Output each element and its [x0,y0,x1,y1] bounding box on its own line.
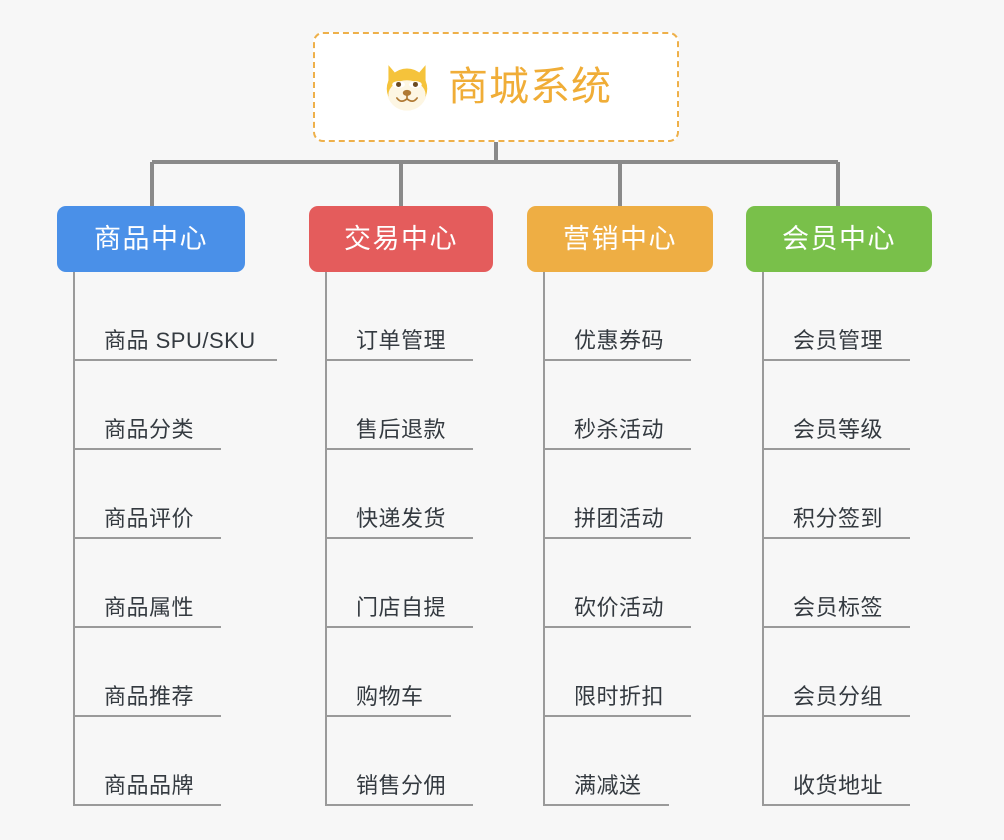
leaf-list-trade-center: 订单管理 售后退款 快递发货 门店自提 购物车 销售分佣 [309,272,493,806]
leaf-label: 会员管理 [793,328,884,353]
list-item[interactable]: 商品 SPU/SKU [57,272,277,361]
leaf-label: 快递发货 [356,506,447,531]
branch-trunk-line [325,272,327,806]
leaf-label: 商品品牌 [104,773,195,798]
category-label: 营销中心 [563,223,677,254]
leaf-label: 拼团活动 [574,506,665,531]
category-label: 商品中心 [94,223,208,254]
leaf-label: 商品分类 [104,417,195,442]
list-item[interactable]: 限时折扣 [527,628,713,717]
list-item[interactable]: 砍价活动 [527,539,713,628]
list-item[interactable]: 销售分佣 [309,717,493,806]
list-item[interactable]: 订单管理 [309,272,493,361]
list-item[interactable]: 购物车 [309,628,493,717]
leaf-underline [543,715,691,717]
leaf-underline [543,537,691,539]
branch-marketing-center: 营销中心 优惠券码 秒杀活动 拼团活动 砍价活动 限时折扣 [527,206,713,806]
list-item[interactable]: 商品品牌 [57,717,256,806]
leaf-label: 购物车 [356,684,424,709]
branch-trunk-line [543,272,545,806]
list-item[interactable]: 门店自提 [309,539,493,628]
leaf-label: 商品属性 [104,595,195,620]
leaf-label: 会员分组 [793,684,884,709]
leaf-label: 门店自提 [356,595,447,620]
leaf-label: 会员等级 [793,417,884,442]
branch-member-center: 会员中心 会员管理 会员等级 积分签到 会员标签 会员分组 [746,206,932,806]
leaf-label: 商品推荐 [104,684,195,709]
category-box-member-center[interactable]: 会员中心 [746,206,932,272]
leaf-underline [762,359,910,361]
leaf-underline [325,537,473,539]
category-box-product-center[interactable]: 商品中心 [57,206,245,272]
leaf-label: 限时折扣 [574,684,665,709]
leaf-underline [325,626,473,628]
list-item[interactable]: 会员等级 [746,361,932,450]
list-item[interactable]: 秒杀活动 [527,361,713,450]
leaf-label: 秒杀活动 [574,417,665,442]
leaf-underline [762,804,910,806]
list-item[interactable]: 商品属性 [57,539,256,628]
leaf-label: 积分签到 [793,506,884,531]
list-item[interactable]: 收货地址 [746,717,932,806]
list-item[interactable]: 售后退款 [309,361,493,450]
category-label: 会员中心 [782,223,896,254]
leaf-underline [325,715,451,717]
leaf-label: 商品 SPU/SKU [104,328,256,353]
leaf-label: 订单管理 [356,328,447,353]
leaf-underline [762,537,910,539]
leaf-underline [543,448,691,450]
leaf-underline [73,537,221,539]
leaf-label: 满减送 [574,773,642,798]
category-box-trade-center[interactable]: 交易中心 [309,206,493,272]
leaf-underline [325,804,473,806]
dog-face-icon [386,65,428,111]
leaf-underline [73,715,221,717]
leaf-underline [543,626,691,628]
leaf-underline [73,359,277,361]
list-item[interactable]: 积分签到 [746,450,932,539]
leaf-label: 优惠券码 [574,328,665,353]
list-item[interactable]: 商品评价 [57,450,256,539]
leaf-underline [762,715,910,717]
list-item[interactable]: 快递发货 [309,450,493,539]
leaf-underline [73,626,221,628]
leaf-underline [73,448,221,450]
list-item[interactable]: 会员分组 [746,628,932,717]
branch-trade-center: 交易中心 订单管理 售后退款 快递发货 门店自提 购物车 [309,206,493,806]
list-item[interactable]: 商品推荐 [57,628,256,717]
leaf-label: 砍价活动 [574,595,665,620]
category-label: 交易中心 [344,223,458,254]
leaf-underline [325,448,473,450]
leaf-list-member-center: 会员管理 会员等级 积分签到 会员标签 会员分组 收货地址 [746,272,932,806]
leaf-label: 商品评价 [104,506,195,531]
leaf-underline [543,359,691,361]
leaf-underline [762,448,910,450]
root-title: 商城系统 [448,65,612,109]
list-item[interactable]: 商品分类 [57,361,256,450]
leaf-label: 销售分佣 [356,773,447,798]
leaf-label: 会员标签 [793,595,884,620]
leaf-list-marketing-center: 优惠券码 秒杀活动 拼团活动 砍价活动 限时折扣 满减送 [527,272,713,806]
leaf-label: 售后退款 [356,417,447,442]
leaf-underline [762,626,910,628]
list-item[interactable]: 拼团活动 [527,450,713,539]
root-node[interactable]: 商城系统 [313,32,679,142]
branch-trunk-line [762,272,764,806]
branch-product-center: 商品中心 商品 SPU/SKU 商品分类 商品评价 商品属性 商品推荐 [57,206,277,806]
leaf-underline [73,804,221,806]
leaf-underline [325,359,473,361]
leaf-list-product-center: 商品 SPU/SKU 商品分类 商品评价 商品属性 商品推荐 商品品牌 [57,272,277,806]
list-item[interactable]: 满减送 [527,717,713,806]
category-box-marketing-center[interactable]: 营销中心 [527,206,713,272]
list-item[interactable]: 会员标签 [746,539,932,628]
leaf-underline [543,804,669,806]
branch-trunk-line [73,272,75,806]
list-item[interactable]: 会员管理 [746,272,932,361]
list-item[interactable]: 优惠券码 [527,272,713,361]
leaf-label: 收货地址 [793,773,884,798]
